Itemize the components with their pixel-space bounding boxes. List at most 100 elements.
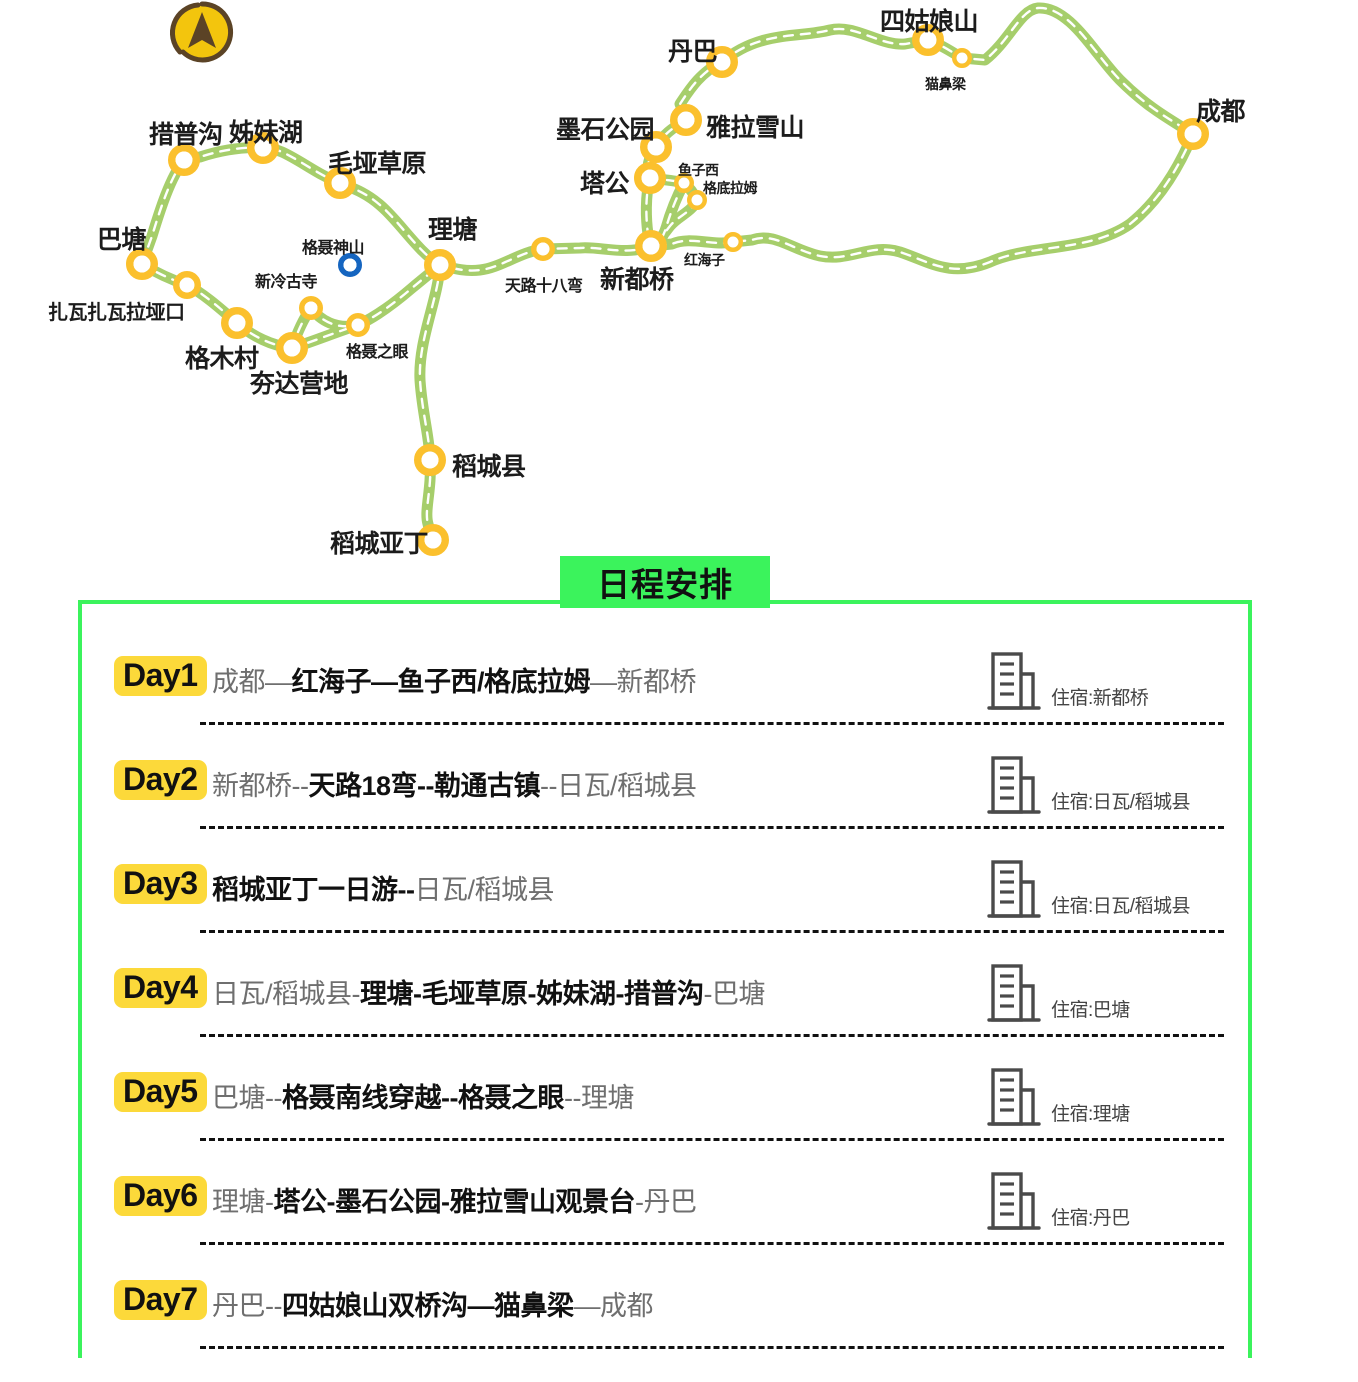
row-divider	[200, 1138, 1224, 1141]
map-label: 夯达营地	[250, 370, 349, 398]
map-label: 格底拉姆	[703, 180, 758, 196]
accommodation-info: 住宿:丹巴	[987, 1170, 1130, 1232]
map-label: 扎瓦扎瓦拉垭口	[48, 302, 185, 324]
map-label: 丹巴	[668, 38, 718, 66]
map-marker[interactable]	[346, 313, 370, 337]
day-badge: Day2	[114, 760, 207, 800]
map-marker[interactable]	[247, 132, 279, 164]
day-itinerary-text: 成都—红海子—鱼子西/格底拉姆—新都桥	[212, 667, 697, 697]
map-marker[interactable]	[338, 253, 362, 277]
row-divider	[200, 1034, 1224, 1037]
map-label: 墨石公园	[556, 116, 655, 144]
accommodation-label: 住宿:新都桥	[1051, 688, 1149, 709]
schedule-title: 日程安排	[597, 566, 733, 603]
map-marker[interactable]	[670, 104, 702, 136]
map-label: 成都	[1196, 98, 1246, 126]
hotel-building-icon	[987, 1172, 1041, 1230]
day-itinerary-text: 新都桥--天路18弯--勒通古镇--日瓦/稻城县	[212, 771, 697, 801]
map-marker[interactable]	[173, 271, 201, 299]
row-divider	[200, 930, 1224, 933]
map-marker[interactable]	[687, 190, 707, 210]
map-marker[interactable]	[168, 144, 200, 176]
map-marker[interactable]	[417, 524, 449, 556]
day-badge: Day5	[114, 1072, 207, 1112]
map-label: 猫鼻梁	[925, 76, 966, 92]
accommodation-label: 住宿:日瓦/稻城县	[1051, 896, 1191, 917]
map-label: 稻城亚丁	[330, 530, 429, 558]
map-label: 毛垭草原	[328, 150, 427, 178]
map-label: 稻城县	[452, 453, 526, 481]
map-marker[interactable]	[299, 296, 323, 320]
accommodation-info: 住宿:巴塘	[987, 962, 1130, 1024]
row-divider	[200, 1242, 1224, 1245]
accommodation-label: 住宿:丹巴	[1051, 1208, 1130, 1229]
day-itinerary-text: 稻城亚丁一日游--日瓦/稻城县	[212, 875, 554, 905]
day-badge: Day1	[114, 656, 207, 696]
day-itinerary-text: 日瓦/稻城县-理塘-毛垭草原-姊妹湖-措普沟-巴塘	[212, 979, 765, 1009]
row-divider	[200, 722, 1224, 725]
map-label: 格聂神山	[302, 240, 365, 257]
map-marker[interactable]	[126, 248, 158, 280]
hotel-building-icon	[987, 1068, 1041, 1126]
map-marker[interactable]	[414, 444, 446, 476]
map-marker[interactable]	[531, 237, 555, 261]
map-marker[interactable]	[674, 173, 694, 193]
accommodation-label: 住宿:日瓦/稻城县	[1051, 792, 1191, 813]
day-itinerary-text: 丹巴--四姑娘山双桥沟—猫鼻梁—成都	[212, 1291, 653, 1321]
accommodation-label: 住宿:巴塘	[1051, 1000, 1130, 1021]
hotel-building-icon	[987, 964, 1041, 1022]
map-label: 四姑娘山	[880, 8, 979, 36]
map-marker[interactable]	[706, 46, 738, 78]
accommodation-info: 住宿:日瓦/稻城县	[987, 858, 1191, 920]
route-map: 四姑娘山猫鼻梁丹巴成都雅拉雪山墨石公园塔公鱼子西格底拉姆新都桥红海子天路十八弯理…	[0, 0, 1358, 580]
map-label: 塔公	[580, 170, 630, 198]
accommodation-info: 住宿:新都桥	[987, 650, 1149, 712]
route-lines	[126, 2, 1209, 556]
hotel-building-icon	[987, 756, 1041, 814]
map-label: 新冷古寺	[255, 274, 318, 291]
map-label: 新都桥	[600, 266, 674, 294]
map-label: 天路十八弯	[505, 278, 583, 295]
map-marker[interactable]	[1177, 118, 1209, 150]
map-label: 雅拉雪山	[706, 114, 805, 142]
compass-navigation-icon	[169, 1, 234, 63]
row-divider	[200, 1346, 1224, 1349]
map-marker[interactable]	[634, 162, 666, 194]
map-label: 措普沟	[149, 121, 223, 149]
map-label: 鱼子西	[678, 162, 719, 178]
day-itinerary-text: 理塘-塔公-墨石公园-雅拉雪山观景台-丹巴	[212, 1187, 697, 1217]
accommodation-info: 住宿:日瓦/稻城县	[987, 754, 1191, 816]
map-label: 格木村	[185, 345, 259, 373]
map-label: 红海子	[684, 252, 725, 268]
map-label: 姊妹湖	[229, 119, 303, 147]
map-marker[interactable]	[912, 24, 944, 56]
map-marker[interactable]	[952, 48, 972, 68]
day-badge: Day6	[114, 1176, 207, 1216]
day-itinerary-text: 巴塘--格聂南线穿越--格聂之眼--理塘	[212, 1083, 634, 1113]
schedule-title-badge: 日程安排	[560, 556, 770, 608]
map-marker[interactable]	[424, 249, 456, 281]
map-marker[interactable]	[276, 332, 308, 364]
map-label: 巴塘	[97, 226, 147, 254]
map-label: 格聂之眼	[346, 344, 409, 361]
day-badge: Day4	[114, 968, 207, 1008]
map-marker[interactable]	[635, 230, 667, 262]
hotel-building-icon	[987, 652, 1041, 710]
accommodation-info: 住宿:理塘	[987, 1066, 1130, 1128]
map-marker[interactable]	[324, 167, 356, 199]
day-badge: Day7	[114, 1280, 207, 1320]
accommodation-label: 住宿:理塘	[1051, 1104, 1130, 1125]
map-marker[interactable]	[723, 232, 743, 252]
map-marker[interactable]	[221, 307, 253, 339]
row-divider	[200, 826, 1224, 829]
day-badge: Day3	[114, 864, 207, 904]
map-marker[interactable]	[640, 131, 672, 163]
